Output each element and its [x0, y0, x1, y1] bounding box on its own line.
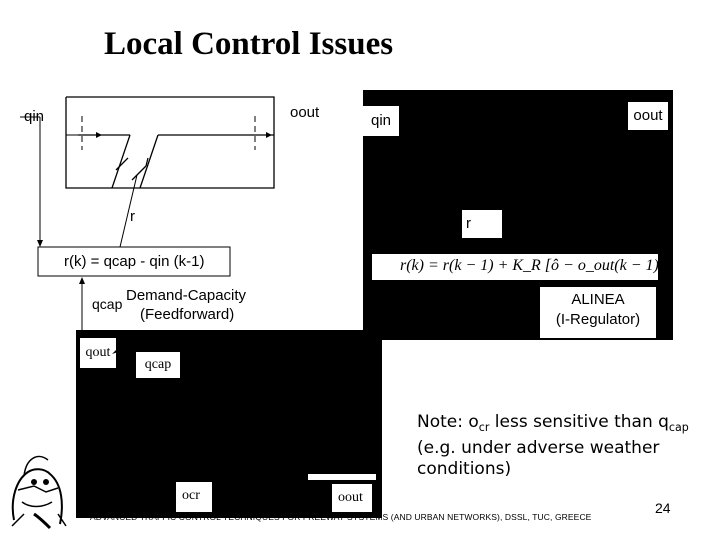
arrow-icon — [112, 342, 124, 354]
alinea-formula-box: r(k) = r(k − 1) + K_R [ô − o_out(k − 1)] — [372, 254, 665, 280]
note-line-1: Note: ocr less sensitive than qcap — [417, 412, 689, 434]
i-regulator-caption: (I-Regulator) — [555, 311, 641, 328]
r-label: r — [130, 208, 135, 225]
q-in-label: qin — [24, 108, 45, 125]
lower-o-cr-label: ocr — [182, 488, 200, 503]
alinea-q-in-label: qin — [363, 106, 399, 136]
note-line-2: (e.g. under adverse weather — [417, 437, 660, 458]
note-text: Note: ocr less sensitive than qcap (e.g.… — [417, 412, 689, 480]
lower-panel — [76, 330, 382, 518]
page-number: 24 — [655, 500, 671, 516]
q-cap-label: qcap — [92, 296, 123, 312]
footer-text: ADVANCED TRAFFIC CONTROL TECHNIQUES FOR … — [90, 512, 592, 522]
note-line-3: conditions) — [417, 458, 512, 479]
demand-capacity-caption: Demand-Capacity — [126, 287, 247, 304]
alinea-caption: ALINEA — [571, 291, 625, 308]
alinea-formula: r(k) = r(k − 1) + K_R [ô − o_out(k − 1)] — [400, 257, 666, 274]
sketch-logo — [11, 455, 67, 530]
demand-capacity-diagram — [20, 96, 275, 330]
alinea-r-label: r — [462, 210, 502, 238]
lower-bar — [308, 474, 376, 480]
alinea-o-out-label: oout — [628, 102, 668, 130]
lower-q-out-label: qout — [80, 338, 116, 368]
slide-title: Local Control Issues — [104, 26, 394, 62]
lower-o-out-box: oout — [332, 484, 372, 512]
lower-q-cap-label: qcap — [136, 352, 180, 378]
lower-o-cr-box: ocr — [176, 482, 212, 512]
demand-capacity-formula: r(k) = qcap - qin (k-1) — [64, 253, 205, 270]
o-out-label: oout — [290, 104, 320, 121]
lower-o-out-label: oout — [338, 490, 363, 505]
feedforward-caption: (Feedforward) — [140, 306, 235, 323]
alinea-caption-box: ALINEA (I-Regulator) — [540, 287, 656, 338]
